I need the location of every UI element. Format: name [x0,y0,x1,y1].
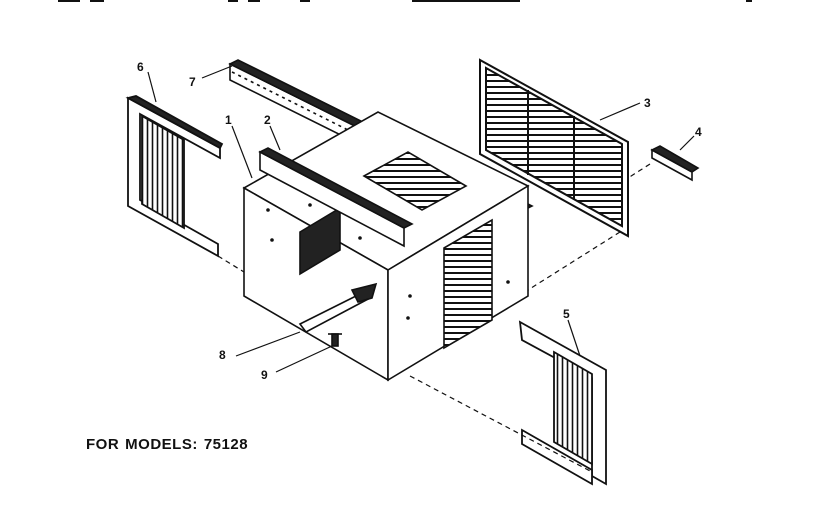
callout-3: 3 [644,96,651,110]
part-3-rear-grille [479,58,629,238]
callout-1: 1 [225,113,232,127]
model-note-label: MODELS: [125,436,198,453]
callout-9: 9 [261,368,268,382]
part-4-clip [650,145,700,182]
part-2-top-bracket [258,147,414,248]
part-8-bottom-bracket [298,282,378,334]
callout-7: 7 [189,75,196,89]
callout-6: 6 [137,60,144,74]
model-note: FOR MODELS: 75128 [86,436,254,453]
callout-labels: 1 2 3 4 5 6 7 8 9 [137,60,702,382]
part-9-screw [328,333,342,347]
part-6-left-side-panel [125,95,224,258]
model-note-prefix: FOR [86,436,120,453]
part-5-right-side-panel [518,320,607,486]
callout-8: 8 [219,348,226,362]
callout-5: 5 [563,307,570,321]
callout-4: 4 [695,125,702,139]
model-number: 75128 [203,436,249,453]
callout-2: 2 [264,113,271,127]
part-1-cabinet [242,111,530,382]
assembly-lines [217,163,651,473]
callout-leaders [147,65,695,373]
